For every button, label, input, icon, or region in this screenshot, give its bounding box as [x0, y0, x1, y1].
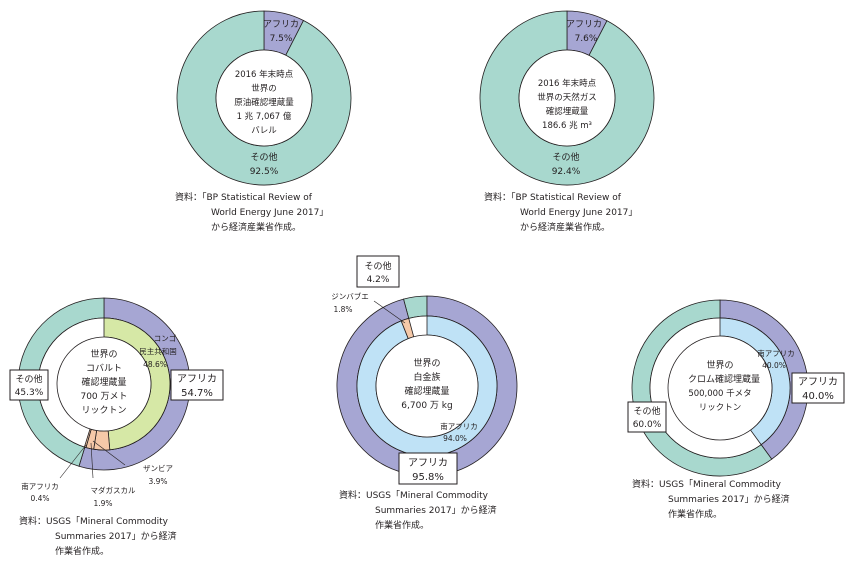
chromium-other-label: その他 [633, 405, 660, 417]
chromium-center-hole [667, 335, 773, 441]
gas-center-line-1: 2016 年末時点 [538, 78, 597, 89]
oil-africa-label: アフリカ [263, 19, 299, 30]
platinum-africa-box [398, 452, 458, 485]
cobalt-source-line-2: Summaries 2017」から経済 [55, 530, 177, 542]
chromium-center-line-1: 世界の [706, 359, 733, 371]
oil-chart: アフリカ 7.5% 2016 年末時点 世界の 原油確認埋蔵量 1 兆 7,06… [175, 10, 352, 233]
gas-other-label: その他 [552, 151, 579, 163]
chromium-center-line-3: 500,000 千メタ [688, 388, 751, 399]
oil-center-line-4: 1 兆 7,067 億 [237, 111, 292, 122]
gas-source-line-1: 資料：「BP Statistical Review of [484, 191, 622, 203]
chromium-africa-label: アフリカ [798, 376, 838, 388]
gas-source-line-3: から経済産業省作成。 [520, 221, 610, 233]
gas-chart: アフリカ 7.6% 2016 年末時点 世界の天然ガス 確認埋蔵量 186.6 … [479, 10, 655, 233]
cobalt-center-hole [56, 336, 152, 432]
cobalt-madagascar-label: マダガスカル [91, 485, 136, 495]
oil-center-line-1: 2016 年末時点 [235, 69, 294, 80]
platinum-center-line-3: 確認埋蔵量 [404, 385, 449, 397]
cobalt-congo-label-1: コンゴ [154, 333, 177, 343]
cobalt-center-line-4: 700 万メト [80, 392, 127, 402]
cobalt-madagascar-leader [90, 442, 94, 479]
cobalt-sa-label: 南アフリカ [21, 481, 59, 491]
cobalt-other-label: その他 [15, 373, 42, 385]
gas-other-value: 92.4% [552, 167, 581, 177]
oil-center-hole [215, 49, 313, 147]
cobalt-africa-box [170, 369, 224, 401]
cobalt-chart: 世界の コバルト 確認埋蔵量 700 万メト リックトン コンゴ 民主共和国 4… [9, 297, 224, 557]
oil-source-line-3: から経済産業省作成。 [211, 221, 301, 233]
oil-rings [176, 10, 352, 186]
cobalt-rings [17, 297, 191, 471]
gas-africa-label: アフリカ [566, 19, 602, 30]
platinum-center-line-1: 世界の [413, 357, 440, 369]
gas-africa-value: 7.6% [575, 34, 598, 44]
chromium-source-line-3: 作業省作成。 [668, 508, 722, 520]
platinum-rings [336, 295, 518, 477]
chromium-chart: 世界の クロム確認埋蔵量 500,000 千メタ リックトン 南アフリカ 40.… [627, 299, 845, 520]
cobalt-madagascar-value: 1.9% [93, 499, 112, 508]
platinum-zimbabwe-value: 1.8% [333, 305, 352, 314]
chromium-rings [631, 299, 809, 477]
oil-africa-value: 7.5% [270, 34, 293, 44]
platinum-other-value: 4.2% [367, 275, 390, 285]
platinum-other-label: その他 [364, 260, 391, 272]
chromium-sa-label: 南アフリカ [757, 348, 795, 358]
platinum-chart: その他 4.2% ジンバブエ 1.8% 世界の 白金族 確認埋蔵量 6,700 … [331, 255, 518, 531]
platinum-center-line-4: 6,700 万 kg [401, 401, 452, 411]
oil-source-line-1: 資料：「BP Statistical Review of [175, 191, 313, 203]
cobalt-other-box [9, 369, 49, 401]
cobalt-center-line-1: 世界の [90, 348, 117, 360]
cobalt-congo-label-2: 民主共和国 [139, 346, 177, 356]
cobalt-africa-label: アフリカ [177, 373, 217, 385]
platinum-other-box [356, 255, 400, 288]
gas-center-hole [518, 49, 616, 147]
chromium-other-value: 60.0% [633, 420, 662, 430]
platinum-sa-value: 94.0% [443, 434, 467, 443]
chromium-sa-value: 40.0% [762, 361, 786, 370]
cobalt-sa-leader [59, 444, 87, 479]
cobalt-zambia-value: 3.9% [148, 477, 167, 486]
platinum-source-line-1: 資料：USGS「Mineral Commodity [339, 489, 489, 501]
platinum-source-line-3: 作業省作成。 [375, 519, 429, 531]
platinum-sa-label: 南アフリカ [440, 421, 478, 431]
gas-source-line-2: World Energy June 2017」 [520, 208, 637, 218]
cobalt-source-line-3: 作業省作成。 [55, 545, 109, 557]
chromium-africa-box [791, 372, 845, 404]
platinum-africa-value: 95.8% [412, 472, 444, 483]
chromium-source-line-1: 資料：USGS「Mineral Commodity [632, 478, 782, 490]
gas-center-line-2: 世界の天然ガス [537, 92, 597, 103]
cobalt-africa-value: 54.7% [181, 388, 213, 399]
gas-center-line-3: 確認埋蔵量 [546, 106, 589, 117]
chromium-center-line-2: クロム確認埋蔵量 [688, 373, 760, 385]
cobalt-congo-value: 48.6% [143, 360, 167, 369]
platinum-center-hole [375, 334, 479, 438]
oil-source-line-2: World Energy June 2017」 [211, 208, 328, 218]
cobalt-center-line-3: 確認埋蔵量 [81, 376, 126, 388]
oil-center-line-5: バレル [251, 126, 277, 136]
platinum-zimbabwe-leader [373, 300, 406, 324]
chromium-africa-value: 40.0% [802, 391, 834, 402]
cobalt-center-line-2: コバルト [86, 363, 122, 374]
chromium-source-line-2: Summaries 2017」から経済 [668, 493, 790, 505]
cobalt-sa-value: 0.4% [30, 494, 49, 503]
gas-center-line-4: 186.6 兆 m³ [542, 120, 592, 131]
chromium-center-line-4: リックトン [699, 403, 742, 413]
platinum-center-line-2: 白金族 [413, 371, 440, 383]
cobalt-source-line-1: 資料：USGS「Mineral Commodity [19, 515, 169, 527]
oil-center-line-3: 原油確認埋蔵量 [234, 97, 294, 108]
cobalt-other-value: 45.3% [15, 388, 44, 398]
cobalt-zambia-leader [92, 440, 126, 466]
platinum-zimbabwe-label: ジンバブエ [331, 291, 369, 301]
chromium-other-box [627, 401, 667, 433]
cobalt-zambia-label: ザンビア [143, 464, 173, 473]
platinum-source-line-2: Summaries 2017」から経済 [375, 504, 497, 516]
oil-other-label: その他 [250, 151, 277, 163]
gas-rings [479, 10, 655, 186]
cobalt-center-line-5: リックトン [81, 405, 126, 416]
platinum-africa-label: アフリカ [408, 457, 448, 469]
oil-other-value: 92.5% [250, 167, 279, 177]
oil-center-line-2: 世界の [251, 83, 277, 94]
